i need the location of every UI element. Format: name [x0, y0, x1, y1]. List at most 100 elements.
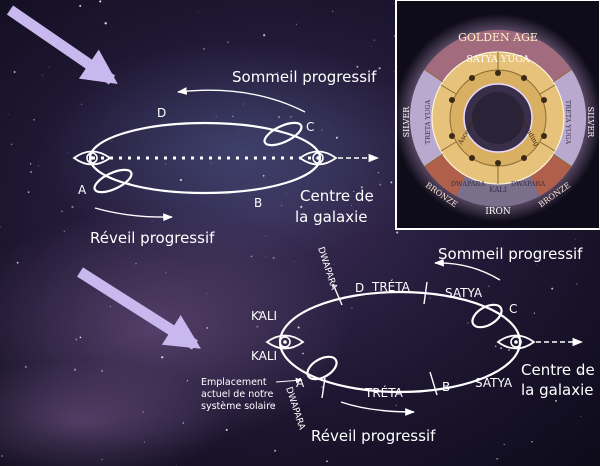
bronze-band: [424, 154, 466, 196]
nebula-glow: [0, 360, 230, 466]
eye-icon: [72, 150, 112, 166]
location-note: système solaire: [201, 401, 276, 412]
star: [277, 116, 280, 119]
star: [533, 312, 536, 314]
star: [335, 136, 338, 139]
star: [215, 116, 217, 118]
star: [392, 3, 394, 4]
star: [379, 183, 382, 186]
star: [377, 172, 379, 174]
sleep-arc: [434, 258, 501, 281]
star: [179, 178, 183, 182]
wake-label: Réveil progressif: [311, 427, 436, 445]
star: [0, 226, 1, 228]
starfield: [0, 0, 581, 465]
star: [368, 200, 370, 202]
center-label: Centre de: [521, 361, 595, 379]
star: [161, 356, 164, 359]
top-orbit-diagram: Sommeil progressif Réveil progressif Cen…: [6, 5, 380, 247]
yuga-label: SATYA: [475, 376, 513, 390]
star: [316, 439, 318, 440]
star: [300, 205, 303, 208]
pointer-arrow: [6, 5, 118, 85]
star: [467, 322, 469, 324]
star: [182, 422, 185, 424]
star: [198, 12, 199, 14]
star: [290, 116, 292, 118]
star: [580, 415, 582, 417]
star: [576, 283, 578, 285]
star: [496, 457, 499, 460]
star: [206, 293, 208, 295]
star: [165, 272, 167, 274]
point-label: A: [78, 183, 87, 197]
orbit-ellipse: [88, 121, 322, 195]
location-note: actuel de notre: [201, 389, 273, 400]
star: [232, 115, 234, 117]
star: [265, 255, 267, 257]
star: [373, 39, 376, 41]
star: [33, 118, 35, 121]
sleep-label: Sommeil progressif: [232, 68, 377, 86]
star: [250, 255, 253, 258]
star: [508, 349, 510, 351]
star: [48, 66, 50, 68]
silver-band: [553, 69, 587, 167]
star: [575, 239, 577, 241]
bottom-orbit-diagram: Sommeil progressif Réveil progressif Cen…: [77, 245, 595, 445]
star: [378, 67, 381, 70]
star: [165, 163, 167, 165]
star: [75, 338, 78, 341]
star: [272, 405, 275, 408]
pointer-arrow: [77, 267, 201, 350]
star: [371, 45, 373, 47]
zodiac-symbol-icons: [449, 70, 547, 166]
point-label: B: [254, 196, 262, 210]
star: [332, 10, 334, 12]
star: [73, 368, 77, 371]
eye-icon: [265, 334, 305, 350]
star: [45, 410, 47, 411]
star: [293, 260, 295, 262]
star: [88, 77, 90, 79]
star: [227, 41, 229, 43]
star: [225, 428, 228, 431]
iron-label: IRON: [485, 207, 511, 217]
eye-icon: [298, 150, 338, 166]
treta-yuga-label: TRETA YUGA: [424, 100, 432, 145]
star: [99, 0, 102, 3]
star: [396, 231, 399, 234]
star: [365, 178, 367, 180]
yuga-label: TRÉTA: [371, 279, 411, 294]
yuga-wheel-panel: GOLDEN AGE SATYA YUGA SILVER SILVER TRET…: [394, 0, 600, 230]
sleep-arc: [177, 87, 306, 113]
yuga-label: SATYA: [445, 286, 483, 300]
star: [351, 205, 352, 206]
star: [536, 264, 537, 266]
star: [272, 256, 275, 260]
star: [104, 22, 107, 25]
star: [256, 325, 259, 328]
star: [203, 47, 205, 50]
center-label: la galaxie: [295, 208, 367, 226]
silver-label: SILVER: [402, 106, 411, 138]
star: [142, 411, 144, 413]
solar-system-ring: [306, 355, 338, 381]
yuga-label: KALI: [251, 309, 277, 323]
dwapara-label: DWAPARA: [451, 180, 486, 188]
star: [360, 186, 363, 189]
star: [356, 65, 359, 68]
wake-label: Réveil progressif: [90, 229, 215, 247]
solar-system-ring: [93, 168, 133, 194]
star: [119, 245, 121, 247]
star: [551, 287, 554, 290]
star: [286, 192, 288, 194]
point-label: D: [355, 281, 364, 295]
star: [186, 379, 189, 382]
wheel-center: [472, 92, 524, 144]
star: [395, 404, 397, 406]
star: [242, 103, 244, 105]
star: [262, 175, 265, 177]
star: [79, 336, 82, 339]
sleep-label: Sommeil progressif: [438, 245, 583, 263]
